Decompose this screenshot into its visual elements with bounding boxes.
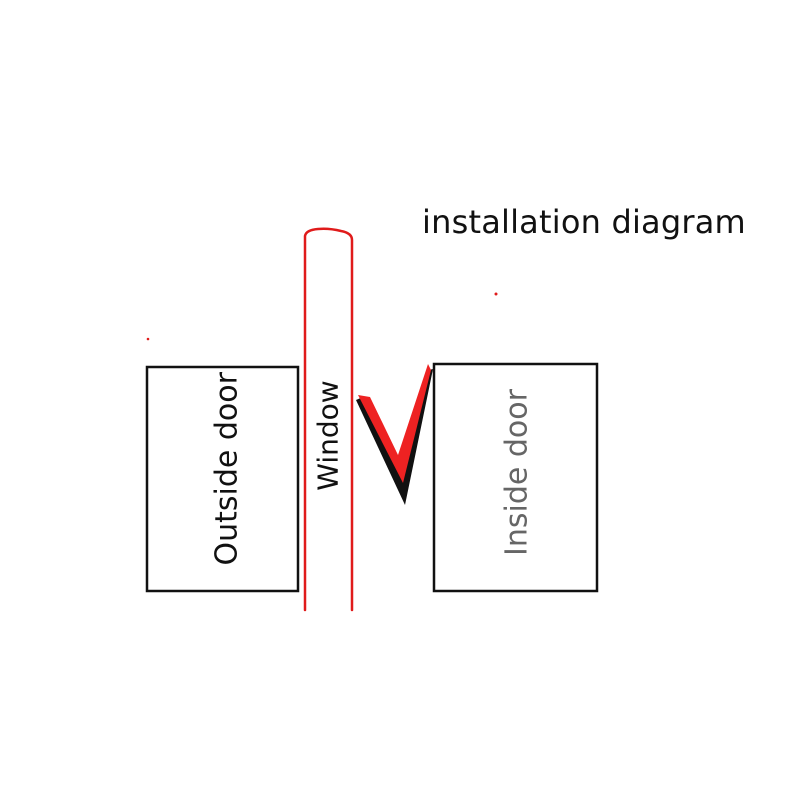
window-frame — [303, 227, 354, 612]
v-seal — [358, 364, 431, 483]
red-speck — [494, 292, 498, 296]
v-seal-shadow — [356, 369, 433, 505]
inside-door-label: Inside door — [499, 389, 535, 556]
diagram-title: installation diagram — [422, 203, 746, 241]
red-speck — [146, 337, 150, 341]
window-label: Window — [311, 380, 345, 491]
outside-door-label: Outside door — [209, 372, 245, 566]
outside-door-box — [145, 365, 300, 593]
inside-door-box — [432, 362, 599, 593]
